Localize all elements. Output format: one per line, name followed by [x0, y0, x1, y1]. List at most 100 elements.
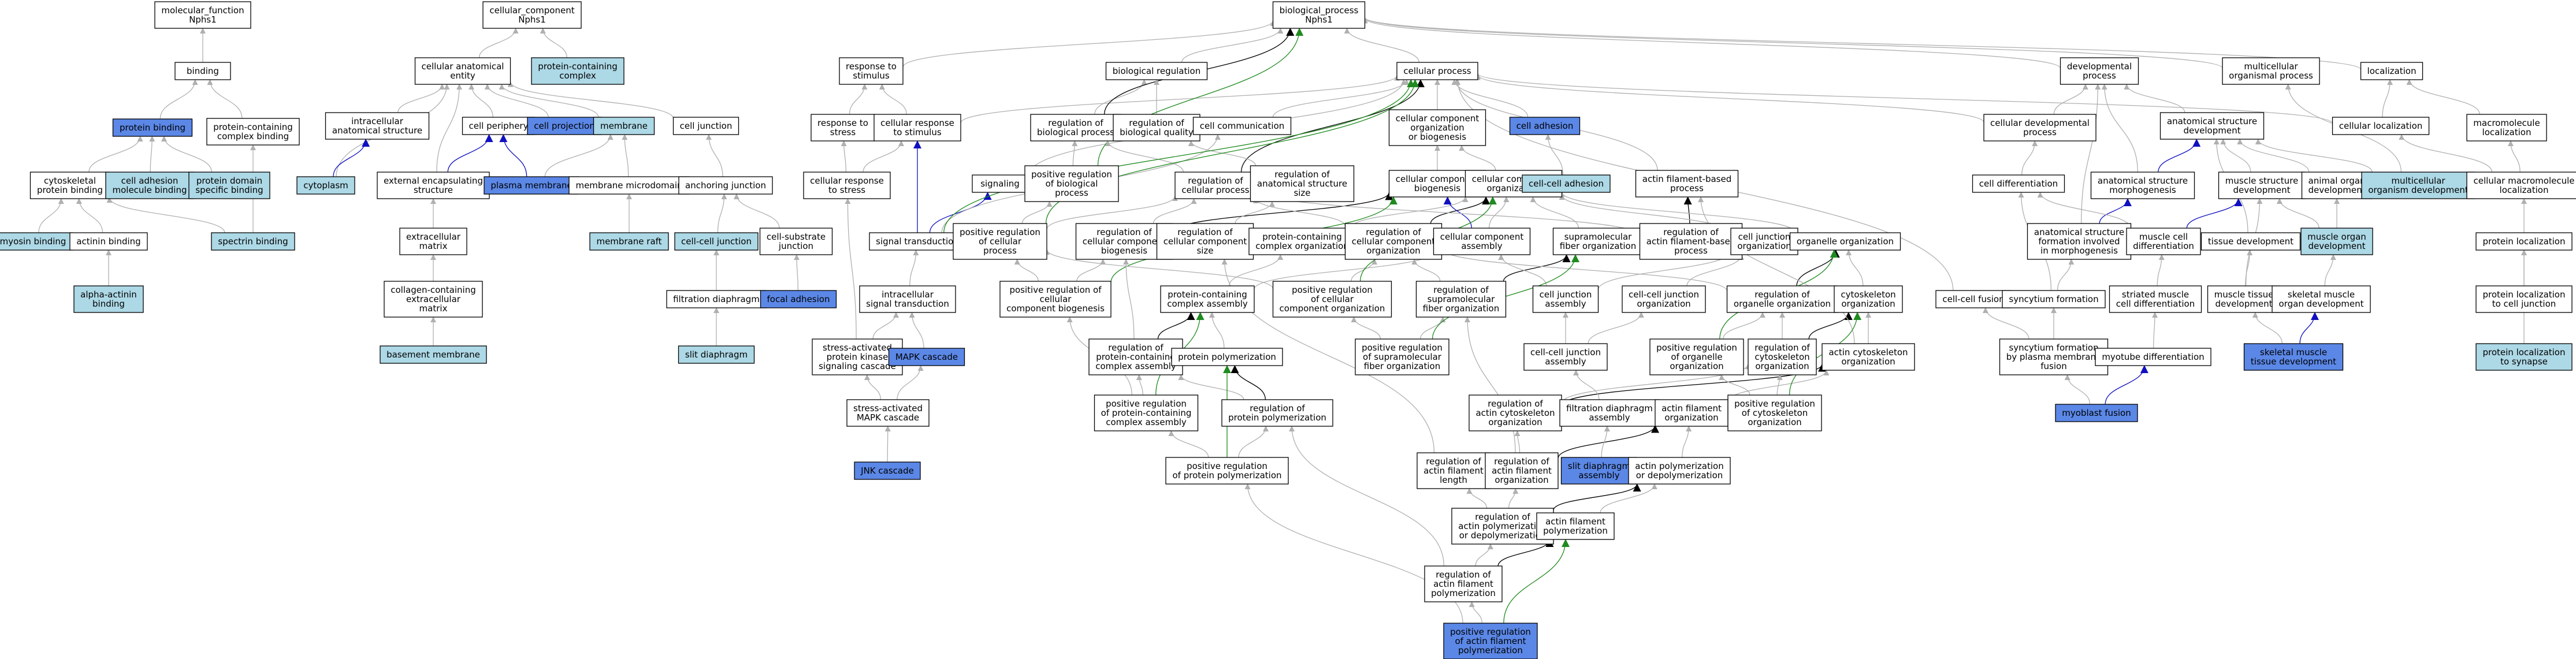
go-term-cell-cell-adhesion[interactable]: cell-cell adhesion	[1522, 174, 1611, 193]
go-term-cell-cell-fusion[interactable]: cell-cell fusion	[1935, 290, 2012, 308]
go-term-localization[interactable]: localization	[2360, 62, 2423, 80]
go-term-binding[interactable]: binding	[174, 62, 231, 80]
go-term-tissue-development[interactable]: tissue development	[2200, 232, 2301, 251]
go-term-focal-adhesion[interactable]: focal adhesion	[760, 290, 837, 308]
go-term-cellular-localization[interactable]: cellular localization	[2332, 117, 2430, 135]
go-term-myoblast-fusion[interactable]: myoblast fusion	[2055, 404, 2138, 422]
go-term-jnk-cascade[interactable]: JNK cascade	[854, 461, 921, 480]
go-term-cell-projection[interactable]: cell projection	[527, 117, 602, 135]
go-term-positive-regulation-of-cellular-component-biogenesis[interactable]: positive regulation ofcellularcomponent …	[999, 281, 1112, 318]
go-term-signaling[interactable]: signaling	[972, 174, 1028, 193]
go-term-cytoplasm[interactable]: cytoplasm	[296, 176, 355, 195]
go-term-spectrin-binding[interactable]: spectrin binding	[211, 232, 295, 251]
go-term-plasma-membrane[interactable]: plasma membrane	[484, 176, 579, 195]
go-term-actinin-binding[interactable]: actinin binding	[69, 232, 148, 251]
go-term-membrane[interactable]: membrane	[593, 117, 655, 135]
go-term-membrane-microdomain[interactable]: membrane microdomain	[568, 176, 690, 195]
go-term-syncytium-formation[interactable]: syncytium formation	[2002, 290, 2106, 308]
go-term-slit-diaphragm[interactable]: slit diaphragm	[678, 345, 755, 364]
go-term-filtration-diaphragm[interactable]: filtration diaphragm	[666, 290, 767, 308]
go-term-cellular-process[interactable]: cellular process	[1396, 62, 1478, 80]
go-term-cell-communication[interactable]: cell communication	[1192, 117, 1292, 135]
go-term-myosin-binding[interactable]: myosin binding	[0, 232, 73, 251]
go-term-signal-transduction[interactable]: signal transduction	[869, 232, 966, 251]
go-term-cell-differentiation[interactable]: cell differentiation	[1972, 174, 2065, 193]
go-term-cell-adhesion[interactable]: cell adhesion	[1509, 117, 1581, 135]
go-term-cell-periphery[interactable]: cell periphery	[462, 117, 536, 135]
go-term-basement-membrane[interactable]: basement membrane	[380, 345, 487, 364]
go-term-organelle-organization[interactable]: organelle organization	[1789, 232, 1901, 251]
